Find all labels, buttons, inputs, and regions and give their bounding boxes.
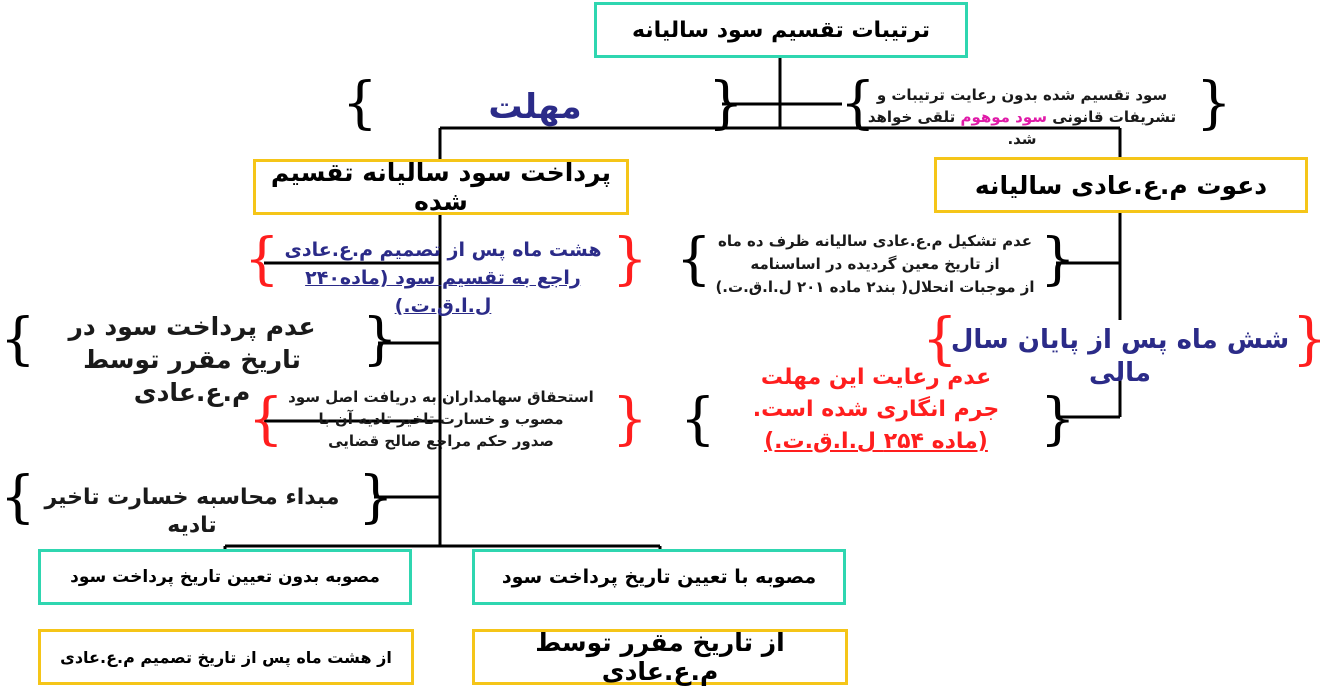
left-brace: { bbox=[676, 227, 712, 292]
phantom-note-post: تلقی خواهد شد. bbox=[867, 108, 1037, 148]
entitlement-line1: استحقاق سهامداران به دریافت اصل سود bbox=[288, 388, 594, 406]
right-brace: } bbox=[708, 71, 744, 136]
root-title: ترتیبات تقسیم سود سالیانه bbox=[632, 17, 930, 43]
non-payment-line1: عدم پرداخت سود در bbox=[68, 312, 316, 341]
entitlement-line3: صدور حکم مراجع صالح قضایی bbox=[328, 432, 554, 450]
eight-months-note: هشت ماه پس از تصمیم م.ع.عادی راجع به تقس… bbox=[258, 236, 628, 320]
approved-with-date-label: مصوبه با تعیین تاریخ پرداخت سود bbox=[501, 566, 817, 588]
right-brace: } bbox=[1040, 387, 1076, 452]
right-brace: } bbox=[612, 227, 648, 292]
right-brace: } bbox=[1040, 227, 1076, 292]
penalty-line3: (ماده ۲۵۴ ل.ا.ق.ت.) bbox=[764, 429, 988, 454]
eight-months-line2: راجع به تقسیم سود (ماده۲۴۰ ل.ا.ق.ت.) bbox=[305, 267, 581, 317]
no-assembly-line3: از موجبات انحلال( بند۲ ماده ۲۰۱ ل.ا.ق.ت.… bbox=[715, 278, 1035, 296]
penalty-note: عدم رعایت این مهلت جرم انگاری شده است. (… bbox=[736, 362, 1016, 458]
phantom-note-pre: تشریفات قانونی bbox=[1047, 108, 1177, 126]
left-brace: { bbox=[922, 307, 958, 372]
from-eight-months-label: از هشت ماه پس از تاریخ تصمیم م.ع.عادی bbox=[60, 647, 392, 667]
right-brace: } bbox=[1196, 71, 1232, 136]
left-brace: { bbox=[0, 307, 36, 372]
approved-no-date-box: مصوبه بدون تعیین تاریخ پرداخت سود bbox=[38, 549, 412, 605]
from-set-date-box: از تاریخ مقرر توسط م.ع.عادی bbox=[472, 628, 848, 686]
right-brace: } bbox=[362, 307, 398, 372]
left-brace: { bbox=[244, 227, 280, 292]
right-brace: } bbox=[612, 387, 648, 452]
right-brace: } bbox=[1292, 312, 1320, 368]
left-brace: { bbox=[342, 71, 378, 136]
entitlement-note: استحقاق سهامداران به دریافت اصل سود مصوب… bbox=[270, 386, 612, 452]
invitation-title: دعوت م.ع.عادی سالیانه bbox=[974, 170, 1268, 200]
phantom-dividend-highlight: سود موهوم bbox=[960, 108, 1048, 126]
six-months-label: شش ماه پس از پایان سال مالی bbox=[950, 325, 1290, 388]
no-assembly-line2: از تاریخ معین گردیده در اساسنامه bbox=[750, 255, 1000, 273]
payment-title: پرداخت سود سالیانه تقسیم شده bbox=[270, 158, 612, 216]
approved-with-date-box: مصوبه با تعیین تاریخ پرداخت سود bbox=[472, 549, 846, 605]
non-payment-line2: تاریخ مقرر توسط م.ع.عادی bbox=[83, 345, 301, 407]
no-assembly-note: عدم تشکیل م.ع.عادی سالیانه ظرف ده ماه از… bbox=[700, 230, 1050, 299]
no-assembly-line1: عدم تشکیل م.ع.عادی سالیانه ظرف ده ماه bbox=[717, 232, 1033, 250]
root-title-box: ترتیبات تقسیم سود سالیانه bbox=[594, 2, 968, 58]
penalty-line1: عدم رعایت این مهلت bbox=[760, 365, 992, 390]
approved-no-date-label: مصوبه بدون تعیین تاریخ پرداخت سود bbox=[70, 567, 380, 587]
left-brace: { bbox=[248, 387, 284, 452]
non-payment-note: عدم پرداخت سود در تاریخ مقرر توسط م.ع.عا… bbox=[22, 310, 362, 409]
left-brace: { bbox=[680, 387, 716, 452]
from-eight-months-box: از هشت ماه پس از تاریخ تصمیم م.ع.عادی bbox=[38, 629, 414, 685]
phantom-note-line1: سود تقسیم شده بدون رعایت ترتیبات و bbox=[876, 86, 1168, 104]
eight-months-line1: هشت ماه پس از تصمیم م.ع.عادی bbox=[284, 239, 602, 261]
from-set-date-label: از تاریخ مقرر توسط م.ع.عادی bbox=[535, 628, 785, 686]
left-brace: { bbox=[840, 71, 876, 136]
deadline-label: مهلت bbox=[488, 87, 582, 127]
invitation-box: دعوت م.ع.عادی سالیانه bbox=[934, 157, 1308, 213]
entitlement-line2: مصوب و خسارت تاخیر تادیه آن با bbox=[318, 410, 564, 428]
penalty-line2: جرم انگاری شده است. bbox=[752, 397, 1000, 422]
left-brace: { bbox=[0, 465, 36, 530]
right-brace: } bbox=[358, 465, 394, 530]
damage-start-label: مبداء محاسبه خسارت تاخیر تادیه bbox=[44, 485, 340, 538]
phantom-dividend-note: سود تقسیم شده بدون رعایت ترتیبات و تشریف… bbox=[862, 84, 1182, 150]
phantom-note-line2: تشریفات قانونی سود موهوم تلقی خواهد شد. bbox=[862, 106, 1182, 150]
payment-box: پرداخت سود سالیانه تقسیم شده bbox=[253, 158, 629, 216]
